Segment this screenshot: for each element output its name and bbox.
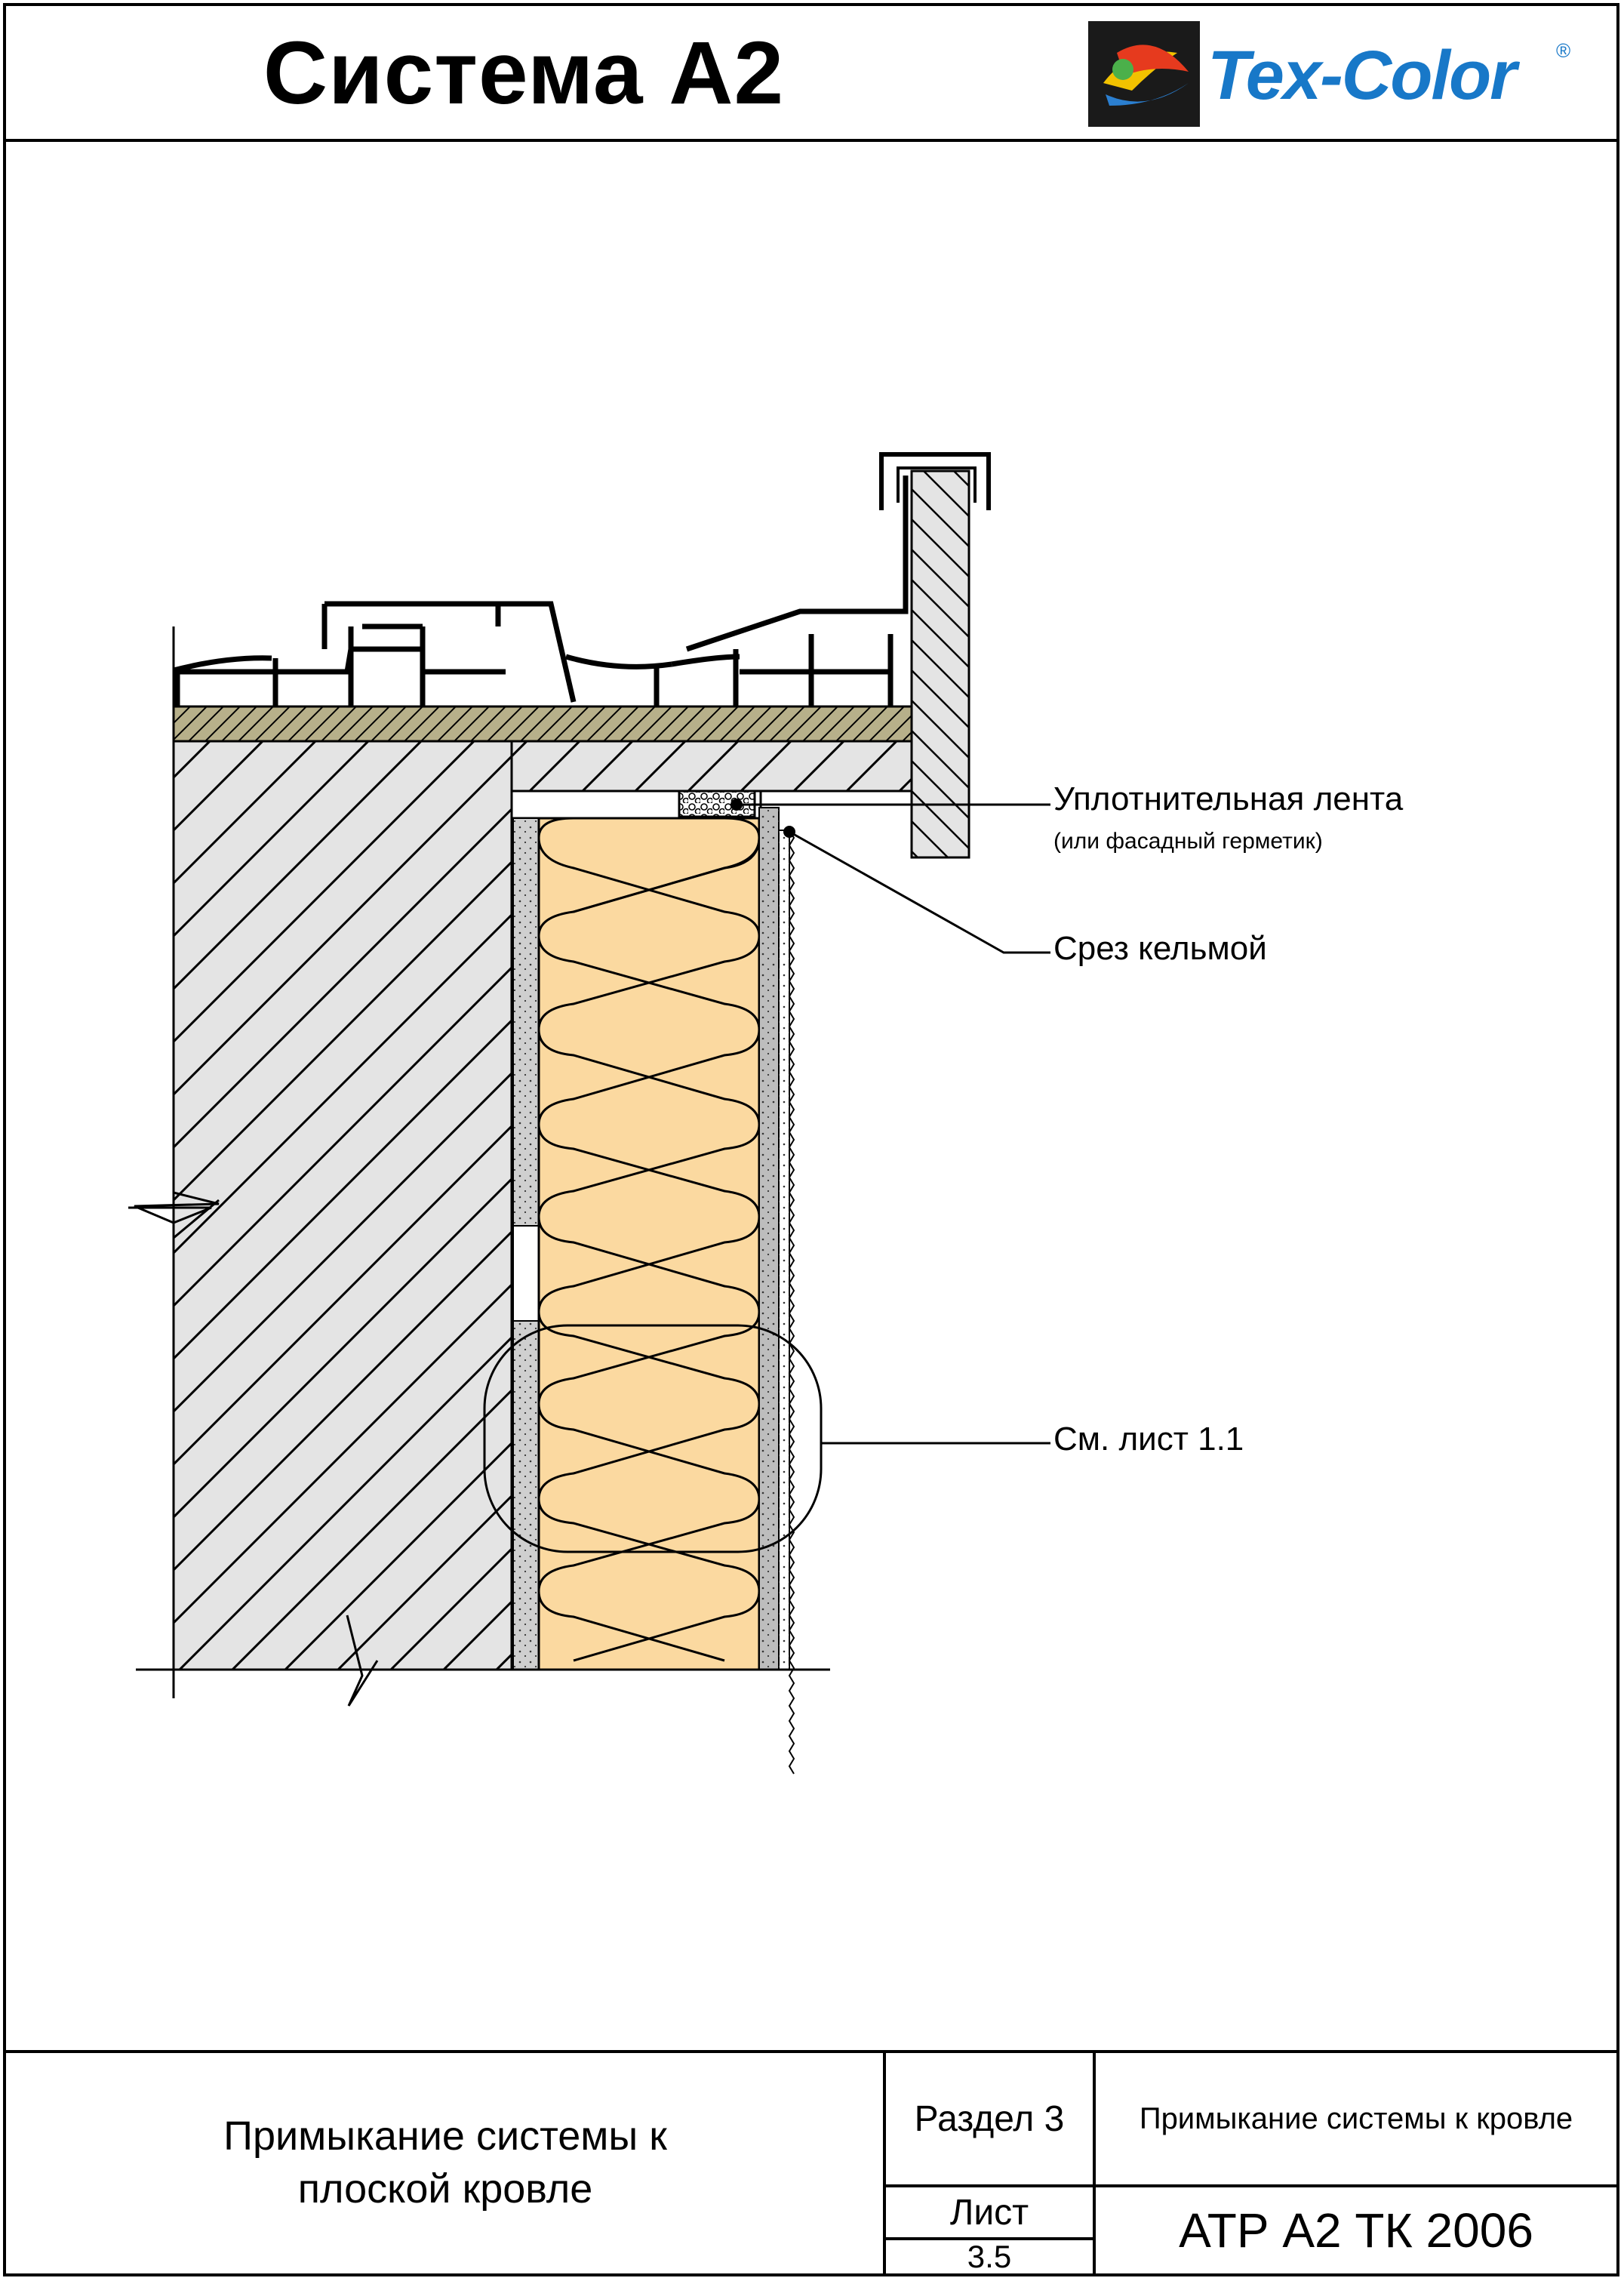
title-block-sheet-label: Лист: [949, 2192, 1029, 2233]
registered-mark: ®: [1556, 39, 1571, 62]
leader-lines: [737, 803, 1050, 1445]
roof-fixings: [173, 476, 909, 706]
parapet-cap: [879, 452, 991, 510]
logo-icon: [1088, 21, 1200, 127]
callout-sealing-tape: Уплотнительная лента: [1053, 780, 1404, 817]
title-block-section: Раздел 3: [914, 2098, 1065, 2139]
title-block-description: Примыкание системы к плоской кровле: [223, 2113, 667, 2212]
callout-see-sheet: См. лист 1.1: [1053, 1421, 1244, 1458]
finish-texture: [788, 830, 795, 1775]
page-title: Система А2: [263, 23, 785, 123]
title-block: [5, 2050, 1618, 2275]
logo-wordmark: Tex-Color: [1207, 36, 1517, 114]
title-block-code: АТР А2 ТК 2006: [1179, 2203, 1533, 2258]
break-lines: [128, 626, 830, 1707]
title-block-section-title: Примыкание системы к кровле: [1139, 2101, 1573, 2135]
title-block-sheet-number: 3.5: [967, 2239, 1012, 2274]
detail-circle: [483, 1324, 823, 1553]
insulation-layer: [537, 817, 761, 1671]
sheet-frame: [3, 3, 1619, 2276]
callout-sealing-tape-note: (или фасадный герметик): [1053, 829, 1323, 854]
callout-trowel-cut: Срез кельмой: [1053, 930, 1267, 967]
adhesive-gap: [512, 1225, 540, 1322]
